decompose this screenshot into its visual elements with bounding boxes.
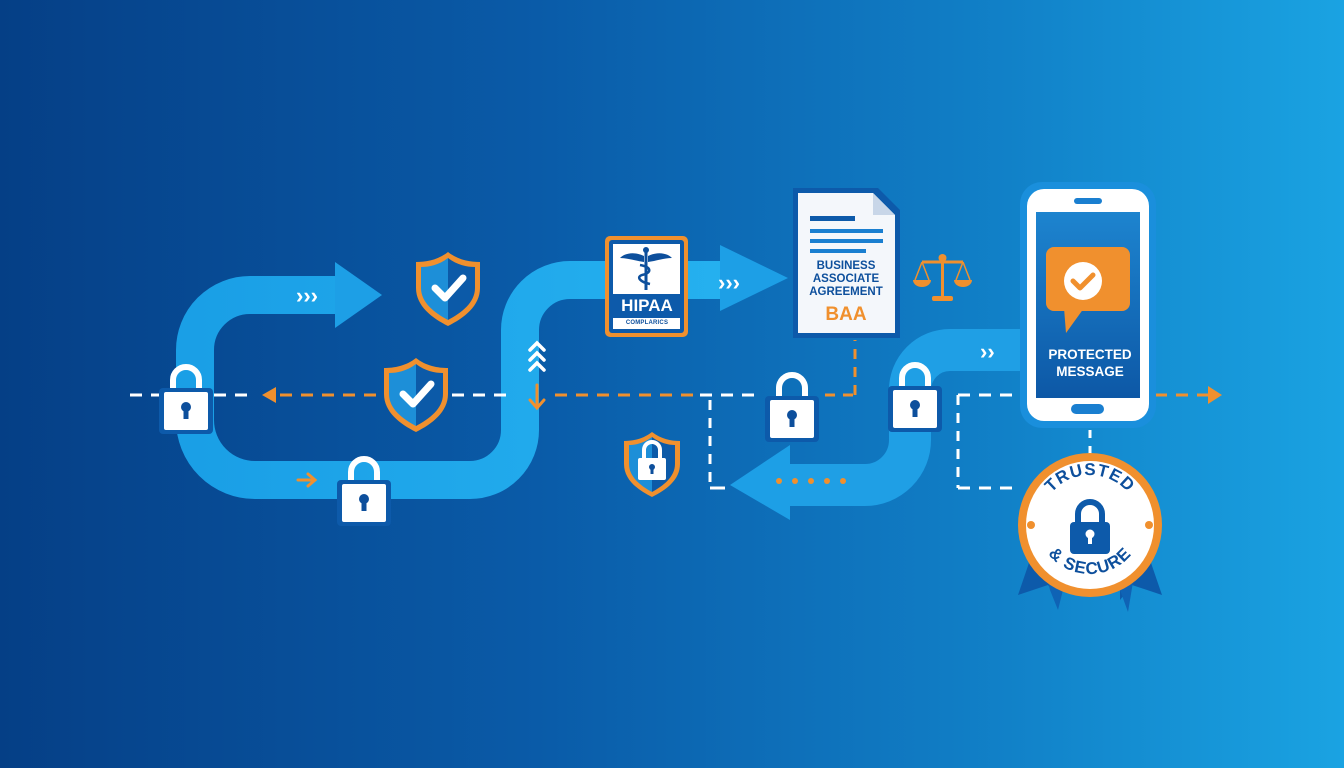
arrow-left-icon: [262, 387, 276, 403]
shield-check-icon: [384, 358, 448, 432]
baa-document-title: BUSINESS ASSOCIATE AGREEMENT: [798, 260, 894, 299]
baa-title-line: ASSOCIATE: [812, 273, 880, 285]
padlock-icon: [765, 375, 819, 442]
baa-abbreviation: BAA: [825, 304, 867, 325]
protected-message-label: PROTECTED MESSAGE: [1034, 346, 1146, 380]
hipaa-subtitle: COMPLARICS: [625, 320, 669, 326]
chevrons-right-icon: ›››: [718, 270, 740, 295]
baa-title-line: BUSINESS: [816, 260, 876, 272]
hipaa-title: HIPAA: [621, 296, 673, 315]
hipaa-badge: [605, 236, 688, 337]
message-line: PROTECTED: [1048, 347, 1132, 362]
shield-check-icon: [416, 252, 480, 326]
dotted-trail: [776, 478, 846, 484]
trust-seal: TRUSTED & SECURE: [1018, 453, 1162, 612]
shield-lock-icon: [624, 432, 680, 497]
scales-of-justice-icon: [913, 254, 972, 301]
message-line: MESSAGE: [1056, 364, 1124, 379]
chevrons-right-icon: ››: [980, 339, 995, 364]
chevrons-up-icon: [528, 340, 546, 372]
chevron-markers: ››› ››› ››: [296, 270, 995, 372]
baa-title-line: AGREEMENT: [809, 286, 883, 298]
caduceus-icon: [620, 247, 672, 290]
baa-document: [793, 188, 900, 338]
arrow-right-icon: [1208, 386, 1222, 404]
dashed-connectors: [130, 340, 1222, 490]
flow-path: [176, 245, 1030, 520]
padlock-icon: [1070, 499, 1110, 554]
chevrons-right-icon: ›››: [296, 283, 318, 308]
orange-arrow-markers: [296, 383, 546, 488]
chat-bubble-check-icon: [1046, 247, 1130, 333]
smartphone: [1020, 182, 1156, 428]
